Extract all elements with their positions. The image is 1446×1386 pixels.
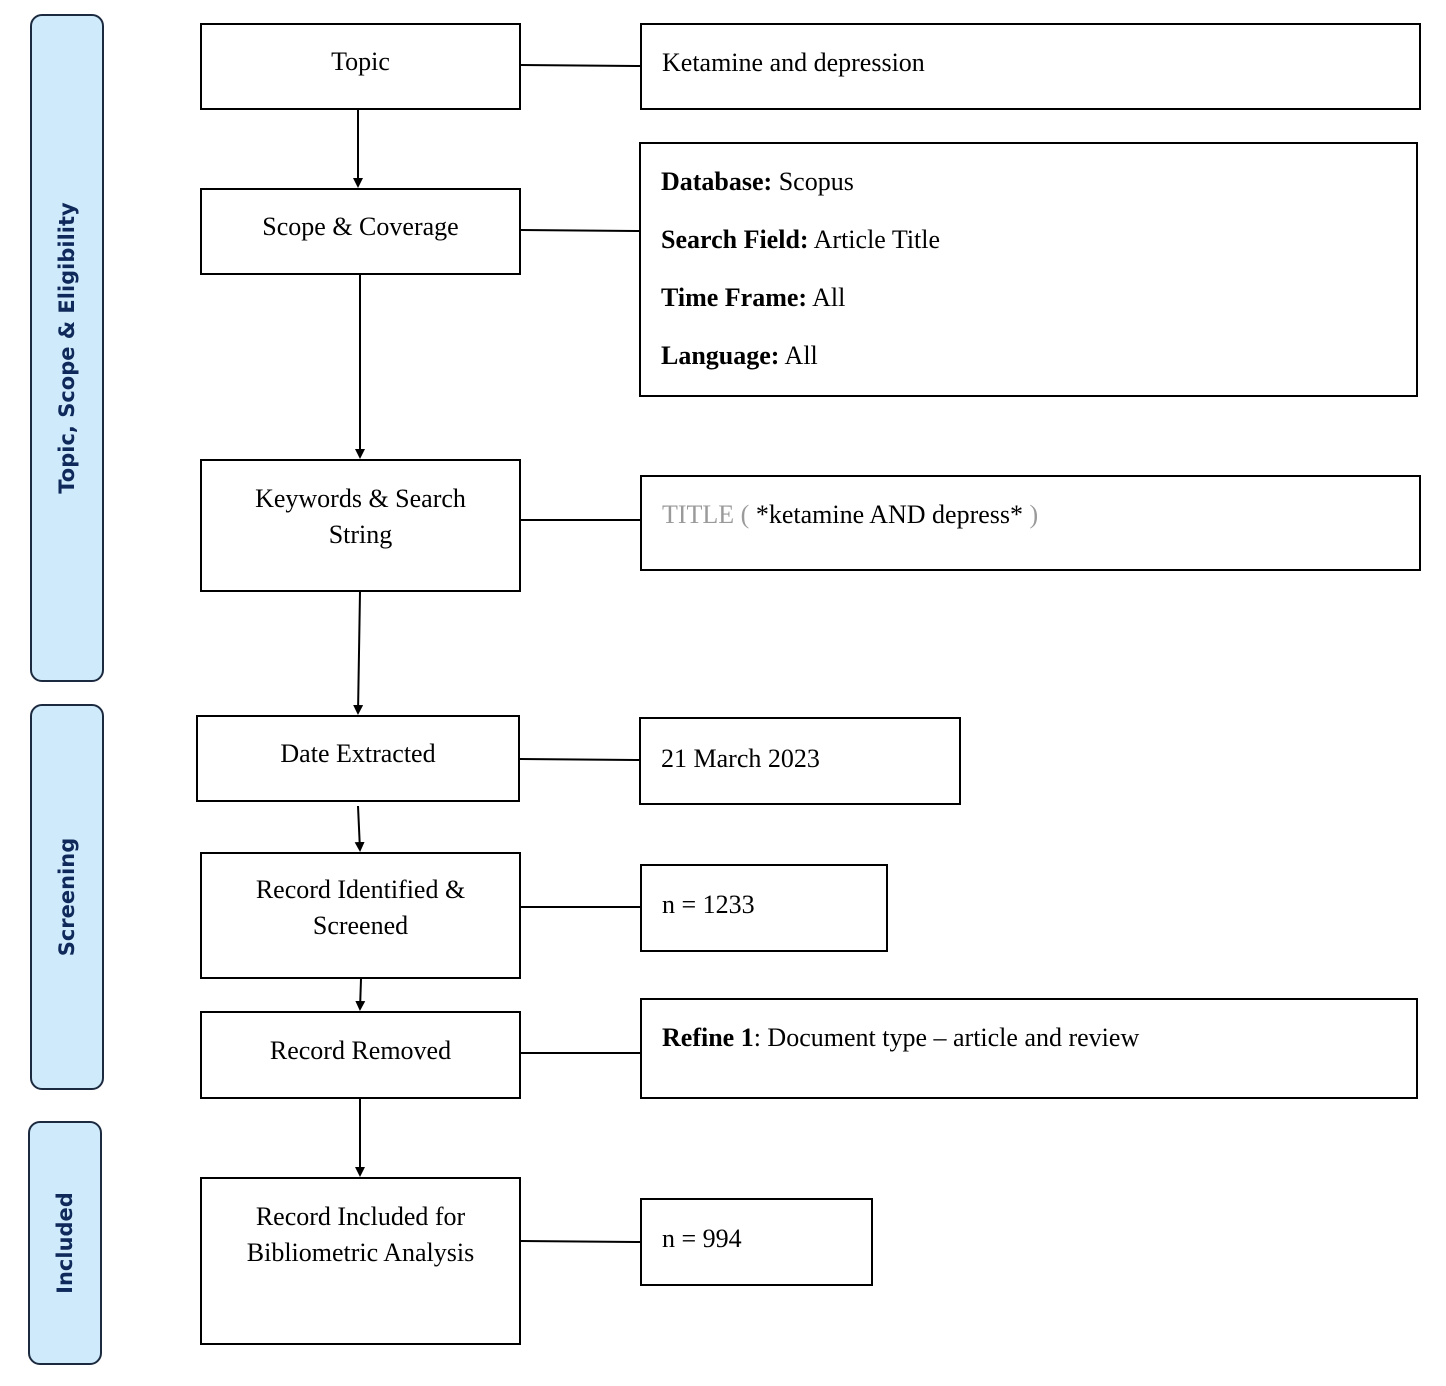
detail-records-identified: n = 1233 [640, 864, 888, 952]
detail-topic-text: Ketamine and depression [662, 48, 925, 77]
stage-topic-scope-eligibility: Topic, Scope & Eligibility [30, 14, 104, 682]
arrow-identified-to-removed [355, 978, 366, 1011]
detail-date-text: 21 March 2023 [661, 744, 820, 773]
step-identified-line-2: Screened [312, 911, 409, 940]
stage-label: Screening [55, 837, 79, 957]
step-topic: Topic [200, 23, 521, 110]
detail-time-frame-row: Time Frame: All [661, 280, 1416, 338]
detail-time-frame-label: Time Frame: [661, 283, 808, 312]
detail-search-field-label: Search Field: [661, 225, 809, 254]
step-date-extracted: Date Extracted [196, 715, 520, 802]
detail-search-field-row: Search Field: Article Title [661, 222, 1416, 280]
detail-search-field-value: Article Title [813, 225, 941, 254]
step-record-identified-screened: Record Identified & Screened [200, 852, 521, 979]
step-keywords-line-1: Keywords & Search [255, 484, 466, 513]
detail-identified-count: n = 1233 [662, 890, 755, 919]
detail-search-string: TITLE ( *ketamine AND depress* ) [640, 475, 1421, 571]
connector-topic [520, 64, 642, 67]
stage-label: Topic, Scope & Eligibility [55, 202, 79, 494]
step-removed-label: Record Removed [269, 1036, 452, 1065]
step-record-removed: Record Removed [200, 1011, 521, 1099]
detail-search-string-row: TITLE ( *ketamine AND depress* ) [662, 497, 1419, 533]
search-string-suffix: ) [1029, 500, 1039, 529]
step-record-included: Record Included for Bibliometric Analysi… [200, 1177, 521, 1345]
stage-included: Included [28, 1121, 102, 1365]
detail-date-extracted: 21 March 2023 [639, 717, 961, 805]
detail-language-value: All [784, 341, 818, 370]
step-included-line-2: Bibliometric Analysis [246, 1238, 475, 1267]
step-scope-coverage: Scope & Coverage [200, 188, 521, 275]
step-keywords-line-2: String [328, 520, 393, 549]
step-included-line-1: Record Included for [255, 1202, 466, 1231]
detail-removed-row: Refine 1: Document type – article and re… [662, 1020, 1416, 1056]
connector-date [519, 758, 641, 761]
arrow-date-to-identified [354, 805, 365, 852]
detail-language-label: Language: [661, 341, 780, 370]
detail-database-label: Database: [661, 167, 773, 196]
step-scope-label: Scope & Coverage [262, 212, 459, 241]
detail-time-frame-value: All [812, 283, 846, 312]
detail-records-included: n = 994 [640, 1198, 873, 1286]
search-string-query: *ketamine AND depress* [755, 500, 1024, 529]
step-identified-line-1: Record Identified & [255, 875, 466, 904]
arrow-keywords-to-date [353, 591, 364, 715]
connector-included [520, 1240, 642, 1243]
detail-scope-coverage: Database: Scopus Search Field: Article T… [639, 142, 1418, 397]
detail-record-removed: Refine 1: Document type – article and re… [640, 998, 1418, 1099]
detail-refine-text: : Document type – article and review [753, 1023, 1140, 1052]
search-string-prefix: TITLE ( [662, 500, 750, 529]
detail-language-row: Language: All [661, 338, 1416, 396]
stage-screening: Screening [30, 704, 104, 1090]
step-keywords-search-string: Keywords & Search String [200, 459, 521, 592]
detail-database-row: Database: Scopus [661, 164, 1416, 222]
step-topic-label: Topic [331, 47, 390, 76]
connector-scope [520, 229, 641, 232]
detail-refine-label: Refine 1 [662, 1023, 754, 1052]
detail-database-value: Scopus [778, 167, 854, 196]
detail-included-count: n = 994 [662, 1224, 742, 1253]
step-date-label: Date Extracted [280, 739, 436, 768]
detail-topic: Ketamine and depression [640, 23, 1421, 110]
stage-label: Included [53, 1192, 77, 1294]
